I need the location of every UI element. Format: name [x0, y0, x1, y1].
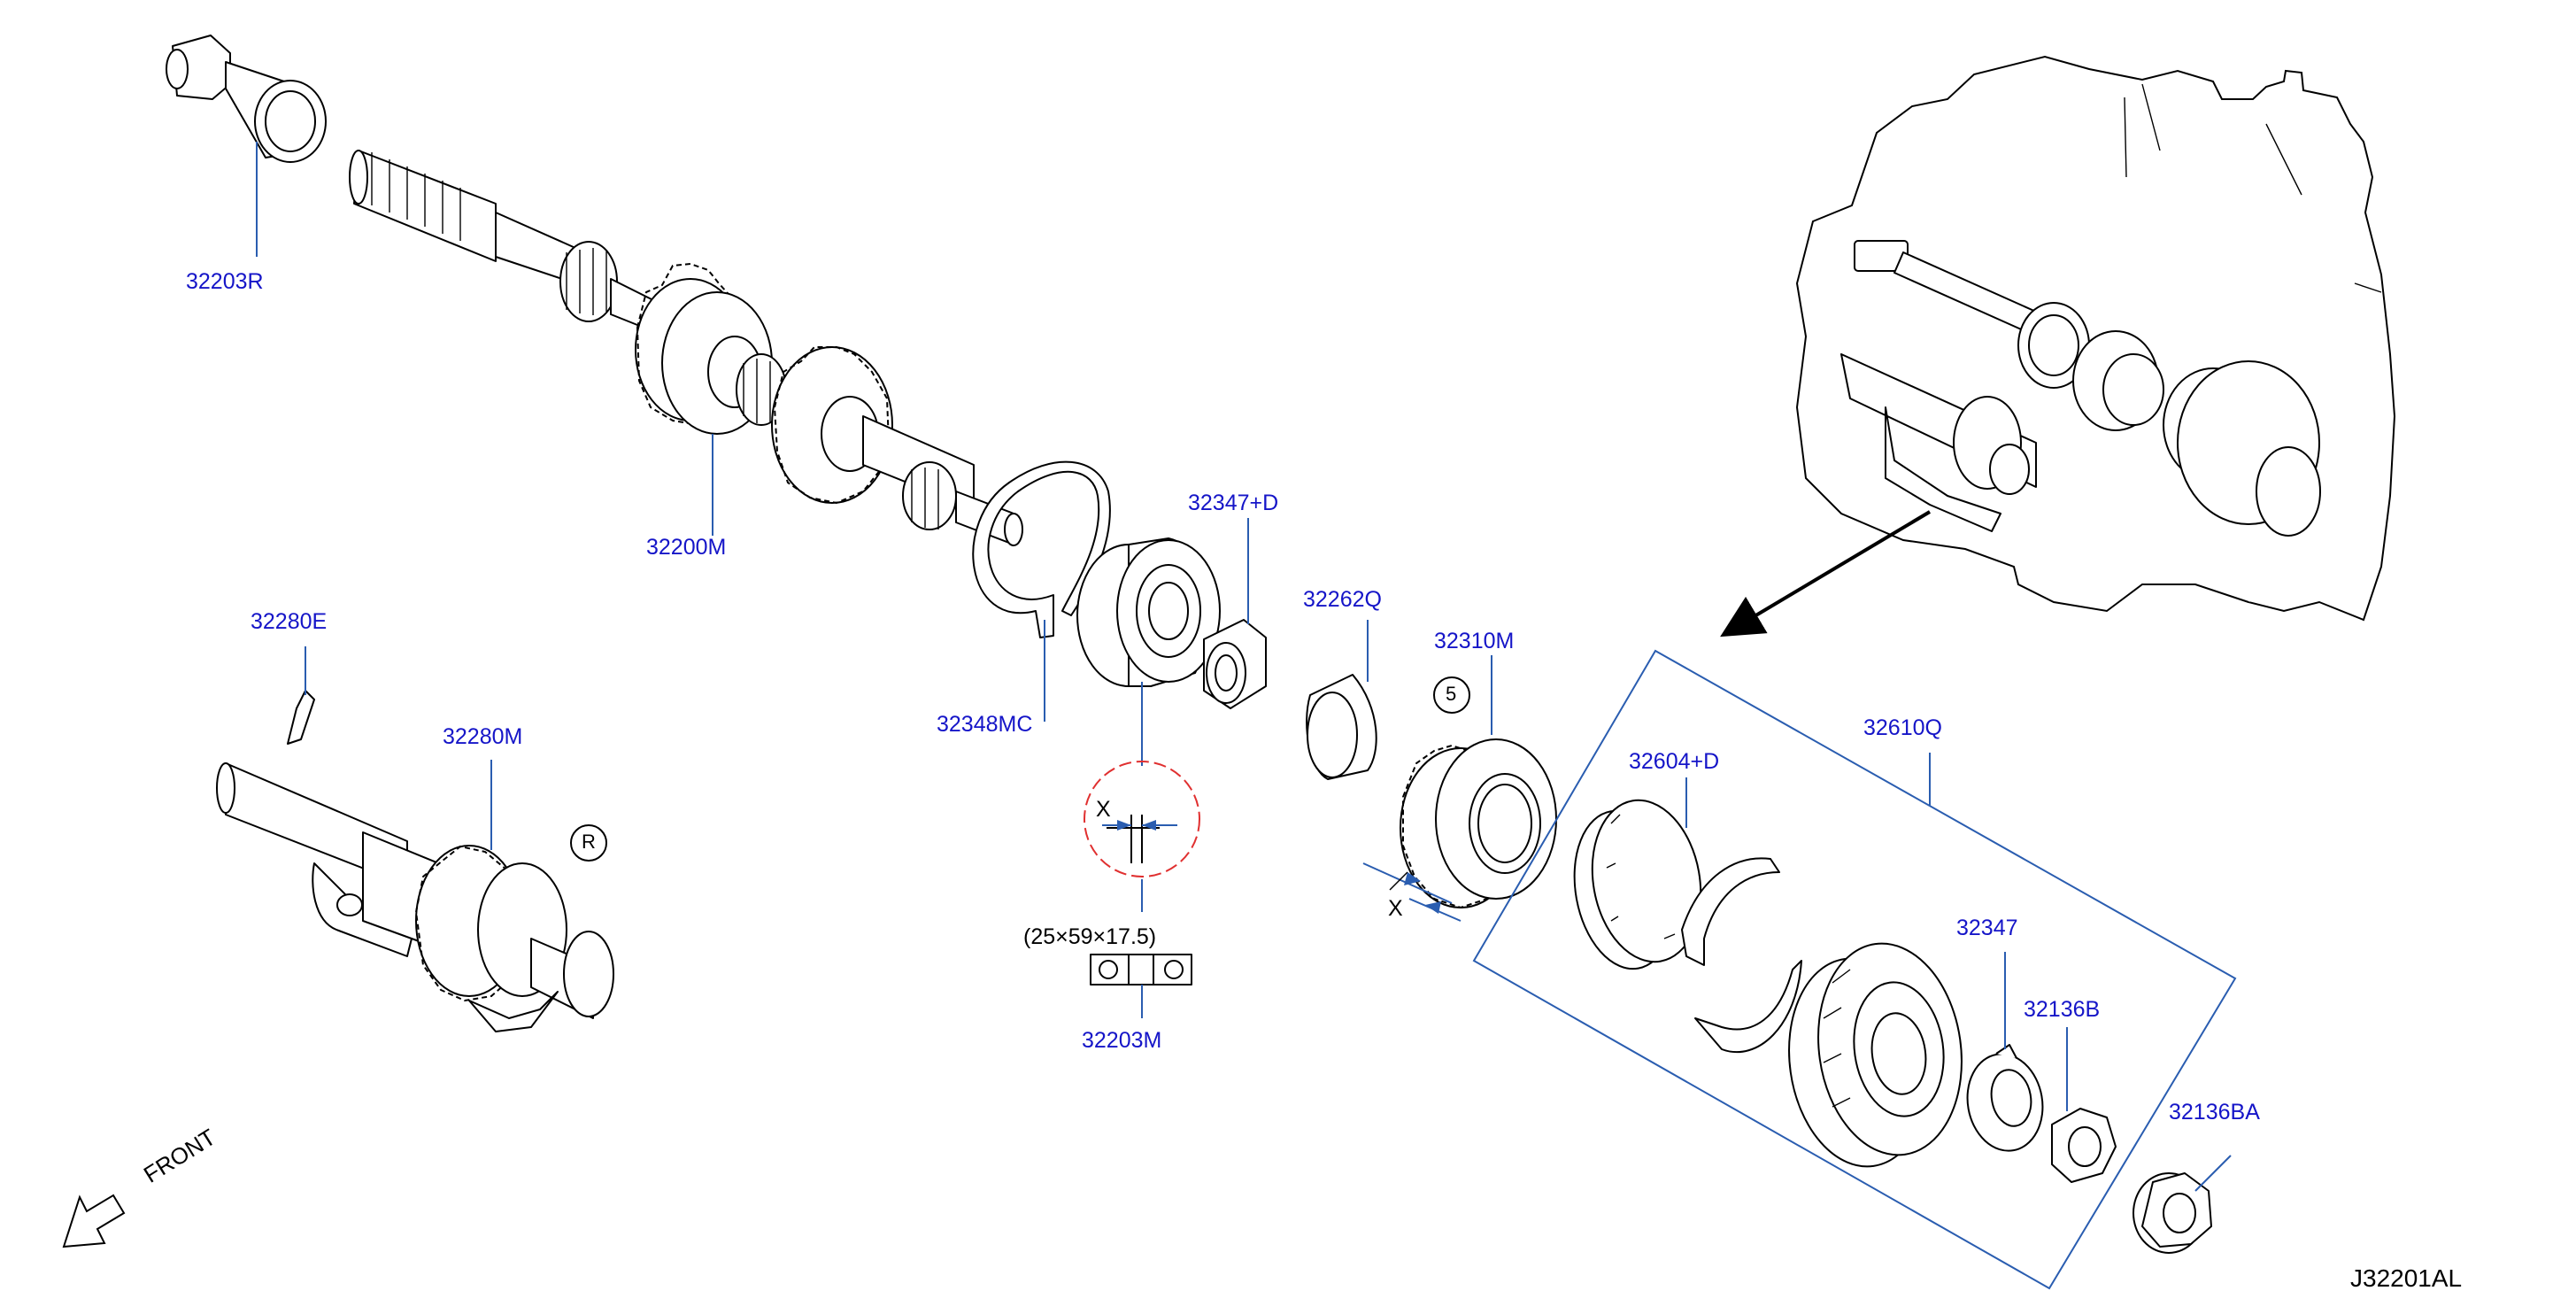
- thrust-washer-drawing: [1203, 619, 1267, 709]
- synchronizer-group-box: [1472, 649, 2237, 1290]
- lock-washer-drawing: [1966, 1044, 2044, 1152]
- inset-pointer-arrow: [1720, 510, 1932, 638]
- pilot-bearing-drawing: [166, 35, 327, 163]
- bearing-drawing: [1076, 537, 1221, 687]
- reverse-callout-circle: [570, 824, 607, 862]
- reverse-idler-shaft-drawing: [216, 762, 614, 1032]
- snap-ring-drawing: [972, 460, 1111, 638]
- bearing-width-detail: [1084, 761, 1200, 877]
- part-32280E-label[interactable]: 32280E: [251, 609, 328, 634]
- front-arrow-icon: [62, 1194, 126, 1248]
- fifth-gear-callout-number: 5: [1446, 683, 1457, 705]
- synchro-spring-drawing: [1681, 857, 1802, 1054]
- hex-nut-drawing: [2051, 1108, 2117, 1183]
- gear-x-label: X: [1388, 896, 1403, 921]
- idler-pin-drawing: [287, 690, 315, 745]
- part-32347-label[interactable]: 32347: [1956, 916, 2018, 940]
- bearing-symbol: [1090, 954, 1192, 985]
- transmission-assembly-inset: [1795, 55, 2396, 622]
- part-32347D-label[interactable]: 32347+D: [1188, 491, 1279, 515]
- gear-width-indicator: [1362, 862, 1462, 922]
- part-32203R-label[interactable]: 32203R: [186, 269, 264, 294]
- main-shaft-drawing: [349, 150, 1023, 546]
- baulk-ring-drawing: [1573, 799, 1702, 970]
- detail-x-label: X: [1096, 797, 1111, 822]
- fifth-gear-callout-circle: [1433, 676, 1470, 714]
- part-32200M-label[interactable]: 32200M: [646, 535, 727, 560]
- diagram-id: J32201AL: [2350, 1264, 2463, 1292]
- fifth-gear-drawing: [1400, 738, 1557, 909]
- part-32203M-label[interactable]: 32203M: [1082, 1028, 1162, 1053]
- part-32610Q-label[interactable]: 32610Q: [1863, 715, 1942, 740]
- part-32262Q-label[interactable]: 32262Q: [1303, 587, 1382, 612]
- bearing-dimensions-label: (25×59×17.5): [1023, 924, 1157, 949]
- reverse-callout-letter: R: [582, 831, 596, 853]
- synchronizer-hub-drawing: [1788, 942, 1963, 1168]
- bushing-drawing: [1306, 674, 1377, 780]
- part-32310M-label[interactable]: 32310M: [1434, 629, 1515, 653]
- part-32136BA-label[interactable]: 32136BA: [2169, 1100, 2260, 1125]
- part-32348MC-label[interactable]: 32348MC: [937, 712, 1033, 737]
- part-32136B-label[interactable]: 32136B: [2024, 997, 2101, 1022]
- part-32604D-label[interactable]: 32604+D: [1629, 749, 1720, 774]
- flange-nut-drawing: [2133, 1172, 2212, 1254]
- part-32280M-label[interactable]: 32280M: [443, 724, 523, 749]
